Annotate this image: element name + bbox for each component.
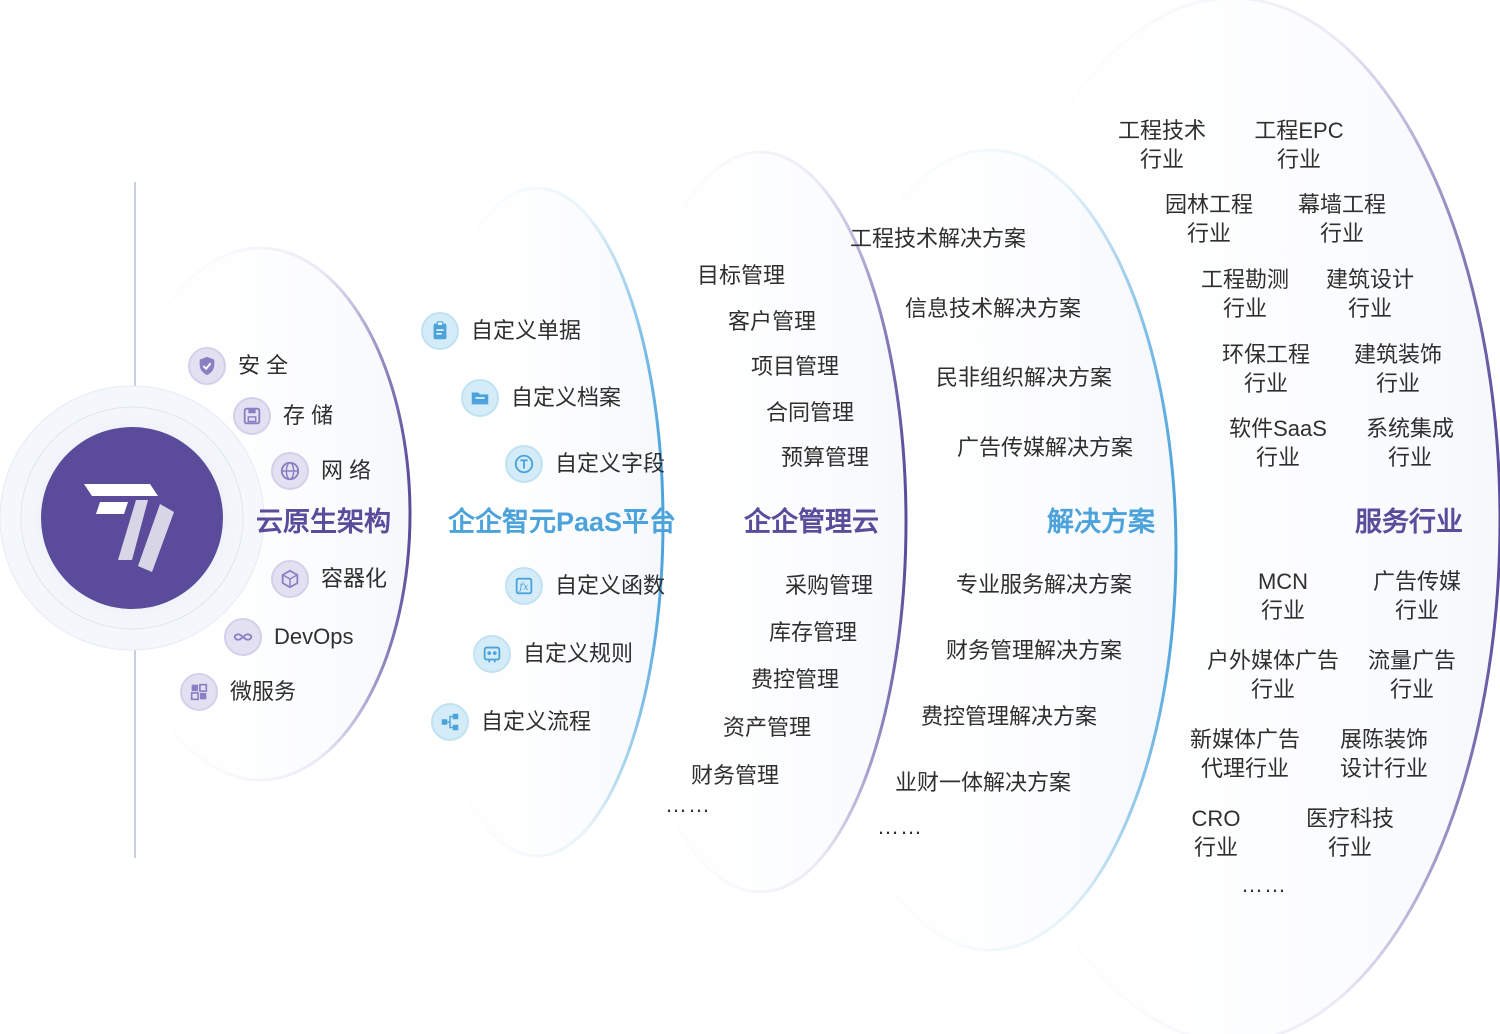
industry-item: 新媒体广告 代理行业 [1189, 727, 1300, 781]
mgmt-item-assets: 资产管理 [723, 715, 812, 740]
flow-icon [431, 703, 469, 741]
industries-title: 服务行业 [1355, 507, 1463, 537]
industry-item: 工程EPC 行业 [1254, 118, 1344, 172]
arch-item-label: 容器化 [321, 566, 388, 591]
solution-item-integrated: 业财一体解决方案 [895, 770, 1072, 795]
industry-item: 医疗科技 行业 [1305, 806, 1394, 860]
arch-item-label: 安 全 [238, 353, 289, 378]
rules-icon [473, 635, 511, 673]
solution-item-expense: 费控管理解决方案 [921, 704, 1098, 729]
solution-item-nonprofit: 民非组织解决方案 [936, 365, 1113, 390]
mgmt-item-expense: 费控管理 [751, 667, 840, 692]
industry-item: 建筑装饰 行业 [1353, 342, 1442, 396]
industry-item: 园林工程 行业 [1164, 192, 1253, 246]
industry-item: 建筑设计 行业 [1325, 267, 1414, 321]
storage-disk-icon [233, 397, 271, 435]
shield-check-icon [188, 347, 226, 385]
mgmt-item-purchasing: 采购管理 [785, 573, 874, 598]
globe-icon [271, 452, 309, 490]
paas-item-fields: 自定义字段 [505, 445, 665, 483]
industry-item: 户外媒体广告 行业 [1206, 648, 1339, 702]
brand-logo-icon [84, 484, 174, 572]
mgmt-item-finance: 财务管理 [691, 763, 780, 788]
arch-item-network: 网 络 [271, 452, 371, 490]
paas-item-rules: 自定义规则 [473, 635, 633, 673]
industries-more: …… [1241, 872, 1287, 897]
mgmt-item-goals: 目标管理 [697, 263, 786, 288]
mgmt-item-budget: 预算管理 [781, 445, 870, 470]
paas-item-label: 自定义函数 [555, 573, 666, 598]
arch-item-label: 微服务 [230, 679, 297, 704]
mgmt-title: 企企管理云 [744, 507, 879, 537]
arch-item-label: 网 络 [321, 458, 372, 483]
industry-item: 软件SaaS 行业 [1229, 416, 1327, 470]
function-icon: fx [505, 567, 543, 605]
solution-item-media: 广告传媒解决方案 [957, 435, 1134, 460]
industry-item: 流量广告 行业 [1367, 648, 1456, 702]
paas-item-archives: 自定义档案 [461, 379, 621, 417]
arch-item-microservice: 微服务 [180, 673, 296, 711]
paas-item-functions: fx 自定义函数 [505, 567, 665, 605]
solutions-more: …… [877, 814, 923, 839]
paas-item-forms: 自定义单据 [421, 312, 581, 350]
solution-item-finance: 财务管理解决方案 [946, 638, 1123, 663]
mgmt-more: …… [665, 792, 711, 817]
arch-item-devops: DevOps [224, 618, 353, 656]
paas-item-flows: 自定义流程 [431, 703, 591, 741]
industry-item: 广告传媒 行业 [1372, 569, 1461, 623]
infinity-icon [224, 618, 262, 656]
arch-item-label: 存 储 [283, 403, 334, 428]
folder-icon [461, 379, 499, 417]
industry-item: 环保工程 行业 [1221, 342, 1310, 396]
industry-item: 工程技术 行业 [1117, 118, 1206, 172]
mgmt-item-customers: 客户管理 [728, 309, 817, 334]
paas-item-label: 自定义档案 [511, 385, 622, 410]
clipboard-icon [421, 312, 459, 350]
solution-item-it: 信息技术解决方案 [905, 296, 1082, 321]
microservice-icon [180, 673, 218, 711]
arch-item-label: DevOps [274, 624, 354, 649]
svg-text:fx: fx [518, 582, 529, 593]
arch-item-container: 容器化 [271, 560, 387, 598]
paas-item-label: 自定义单据 [471, 318, 582, 343]
industry-item: MCN 行业 [1257, 569, 1309, 623]
paas-item-label: 自定义字段 [555, 451, 666, 476]
industry-item: 幕墙工程 行业 [1297, 192, 1386, 246]
industry-item: CRO 行业 [1191, 806, 1241, 860]
text-field-icon [505, 445, 543, 483]
arch-title: 云原生架构 [256, 507, 391, 537]
solution-item-engineering: 工程技术解决方案 [850, 226, 1027, 251]
paas-item-label: 自定义规则 [523, 641, 634, 666]
industry-item: 工程勘测 行业 [1200, 267, 1289, 321]
cube-icon [271, 560, 309, 598]
solution-item-professional: 专业服务解决方案 [956, 572, 1133, 597]
mgmt-item-inventory: 库存管理 [769, 620, 858, 645]
mgmt-item-projects: 项目管理 [751, 354, 840, 379]
arch-item-security: 安 全 [188, 347, 288, 385]
industry-item: 展陈装饰 设计行业 [1339, 727, 1428, 781]
mgmt-item-contracts: 合同管理 [766, 400, 855, 425]
industry-item: 系统集成 行业 [1365, 416, 1454, 470]
arch-item-storage: 存 储 [233, 397, 333, 435]
paas-item-label: 自定义流程 [481, 709, 592, 734]
paas-title: 企企智元PaaS平台 [448, 507, 677, 537]
solutions-title: 解决方案 [1047, 507, 1155, 537]
